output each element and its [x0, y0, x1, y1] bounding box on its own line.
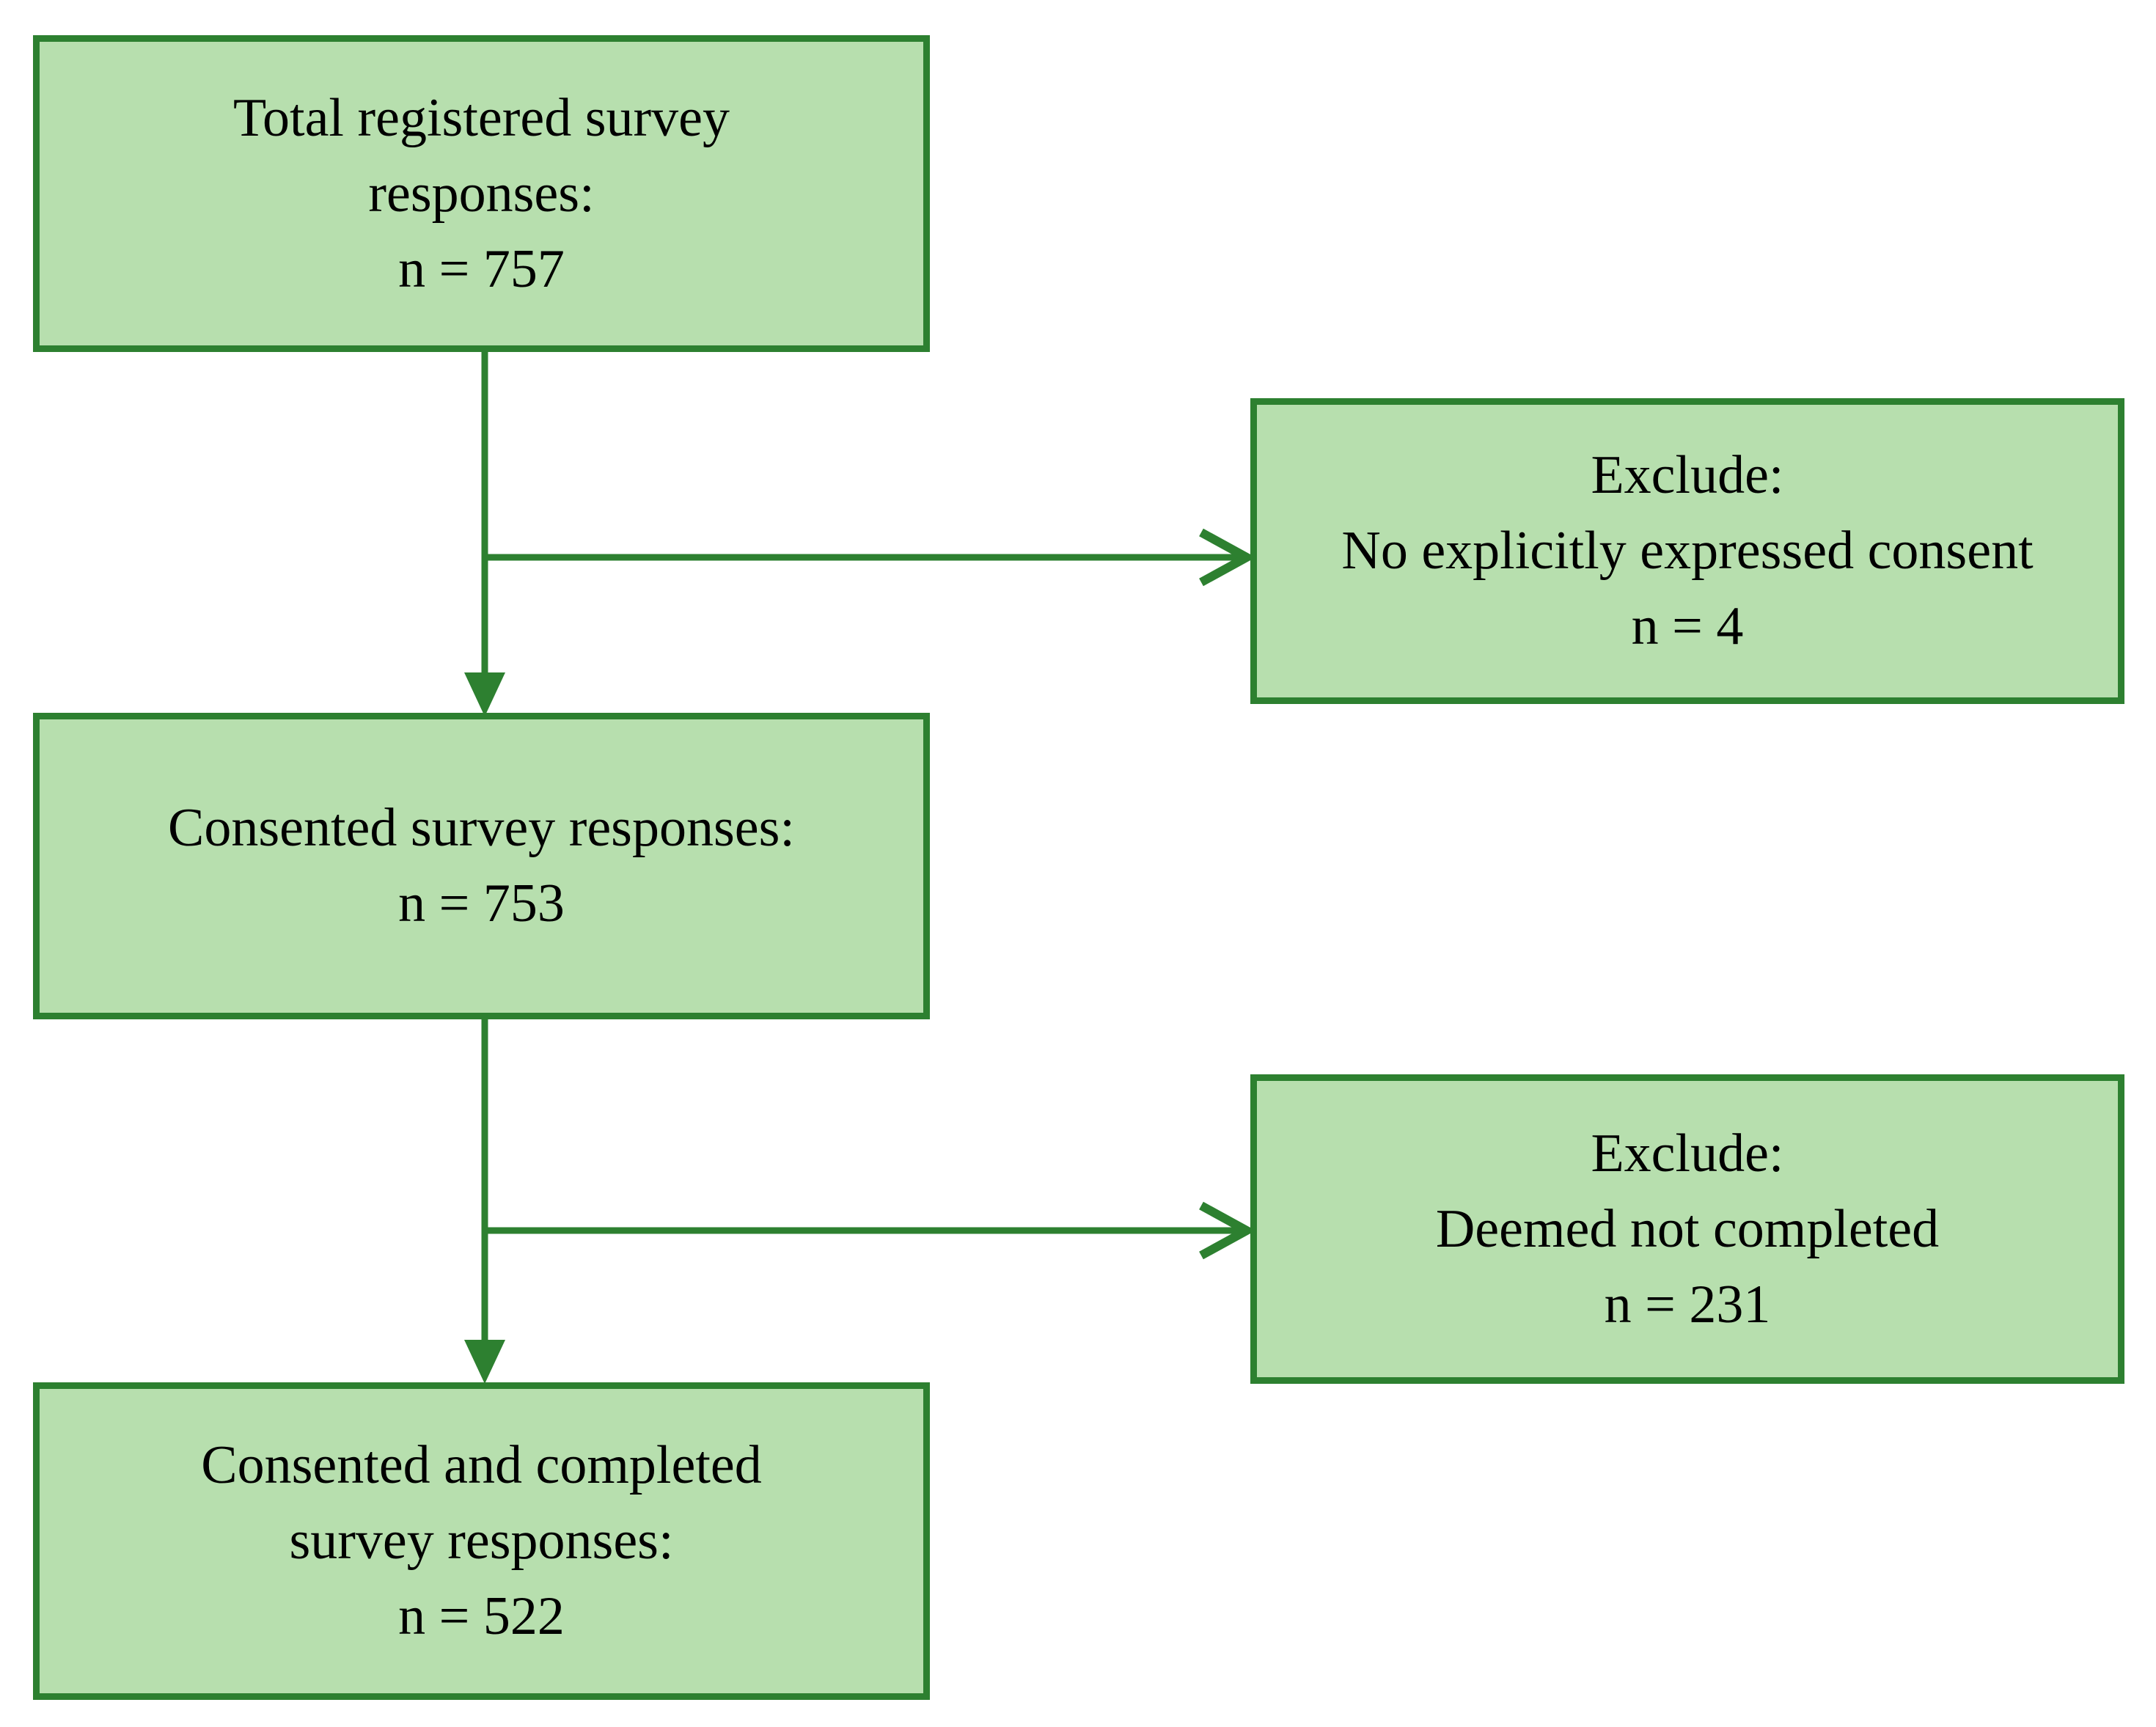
arrow-branch-exclude-no-consent — [485, 528, 1256, 587]
box-consented: Consented survey responses: n = 753 — [33, 713, 930, 1019]
box-text-line: Exclude: — [1591, 1123, 1784, 1184]
box-count-line: n = 4 — [1631, 596, 1744, 656]
box-count-line: n = 757 — [398, 238, 565, 299]
box-count-line: n = 231 — [1604, 1274, 1771, 1335]
box-exclude-not-completed: Exclude: Deemed not completed n = 231 — [1250, 1074, 2124, 1384]
box-text-line: Total registered survey — [232, 87, 730, 148]
arrow-total-to-consented — [464, 352, 505, 716]
box-text-line: responses: — [368, 163, 595, 224]
box-text-line: Consented and completed — [201, 1435, 762, 1495]
box-text-line: survey responses: — [289, 1511, 674, 1571]
box-exclude-no-consent: Exclude: No explicitly expressed consent… — [1250, 398, 2124, 704]
box-count-line: n = 753 — [398, 873, 565, 934]
arrow-consented-to-completed — [464, 1019, 505, 1384]
box-consented-completed: Consented and completed survey responses… — [33, 1382, 930, 1700]
box-text-line: Exclude: — [1591, 445, 1784, 505]
arrowhead-right-icon — [1199, 528, 1256, 587]
arrowhead-down-icon — [464, 672, 505, 716]
box-text-line: No explicitly expressed consent — [1341, 521, 2034, 581]
box-count-line: n = 522 — [398, 1586, 565, 1646]
box-text-line: Consented survey responses: — [168, 798, 795, 858]
arrowhead-down-icon — [464, 1340, 505, 1384]
box-text-line: Deemed not completed — [1435, 1198, 1940, 1259]
arrowhead-right-icon — [1199, 1201, 1256, 1260]
box-total-registered: Total registered survey responses: n = 7… — [33, 35, 930, 352]
arrow-branch-exclude-not-completed — [485, 1201, 1256, 1260]
